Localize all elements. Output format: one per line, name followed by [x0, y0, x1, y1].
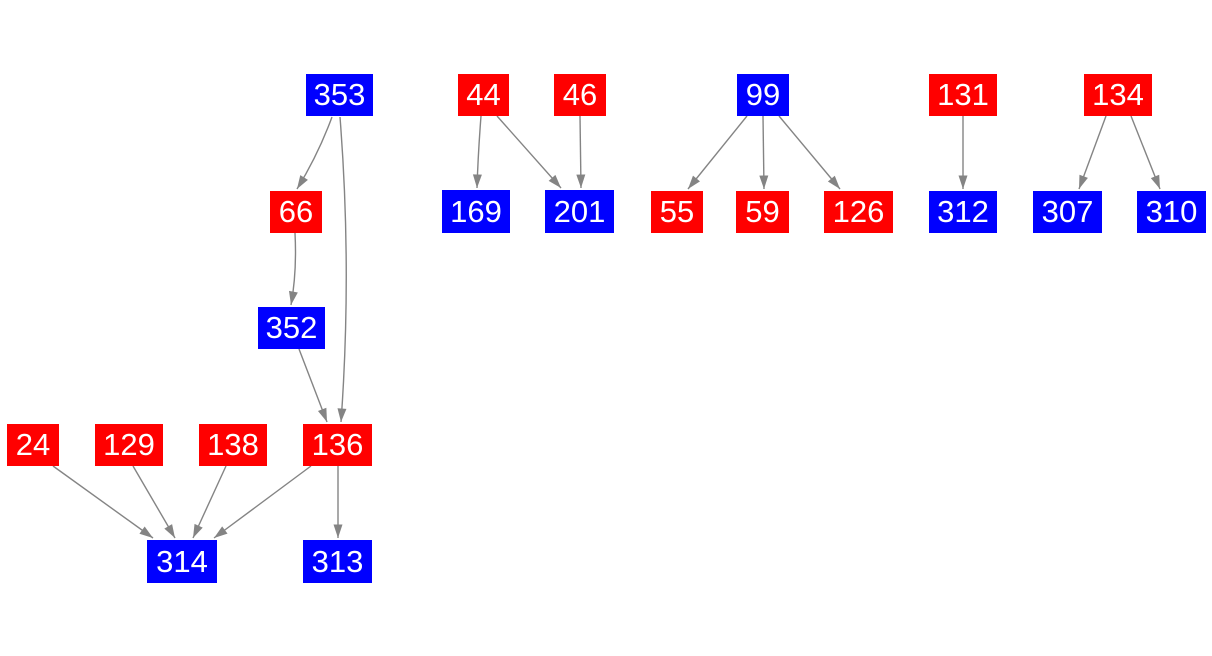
graph-node-59: 59 — [736, 191, 789, 233]
graph-node-126: 126 — [824, 191, 893, 233]
graph-node-66: 66 — [270, 191, 322, 233]
edge-99-to-126 — [778, 115, 841, 190]
edge-353-to-136 — [337, 116, 347, 423]
edge-134-to-307 — [1078, 115, 1107, 190]
edge-134-to-310 — [1130, 115, 1161, 190]
graph-node-44: 44 — [458, 74, 509, 116]
graph-node-201: 201 — [545, 190, 614, 233]
edge-352-to-136 — [298, 348, 328, 423]
edge-44-to-169 — [472, 115, 482, 189]
edge-44-to-201 — [496, 115, 562, 189]
edge-129-to-314 — [132, 465, 176, 539]
graph-node-131: 131 — [929, 74, 997, 116]
edge-99-to-55 — [687, 115, 748, 190]
edge-99-to-59 — [759, 115, 769, 190]
edge-46-to-201 — [576, 115, 586, 189]
graph-node-169: 169 — [442, 190, 510, 233]
edge-353-to-66 — [296, 116, 333, 190]
graph-node-310: 310 — [1137, 191, 1206, 233]
graph-node-99: 99 — [737, 74, 789, 116]
edge-24-to-314 — [52, 465, 154, 539]
graph-node-24: 24 — [7, 424, 59, 466]
graph-node-136: 136 — [303, 424, 372, 466]
graph-node-352: 352 — [258, 307, 325, 349]
graph-node-55: 55 — [651, 191, 703, 233]
graph-node-307: 307 — [1033, 191, 1102, 233]
graph-node-312: 312 — [929, 191, 997, 233]
graph-node-314: 314 — [147, 540, 217, 583]
graph-node-129: 129 — [95, 424, 163, 466]
edge-136-to-314 — [213, 465, 312, 539]
graph-node-313: 313 — [303, 540, 372, 583]
graph-node-138: 138 — [199, 424, 267, 466]
graph-node-46: 46 — [554, 74, 606, 116]
graph-node-353: 353 — [306, 74, 373, 116]
edge-66-to-352 — [288, 232, 298, 306]
graph-node-134: 134 — [1084, 74, 1152, 116]
edge-138-to-314 — [192, 465, 227, 539]
